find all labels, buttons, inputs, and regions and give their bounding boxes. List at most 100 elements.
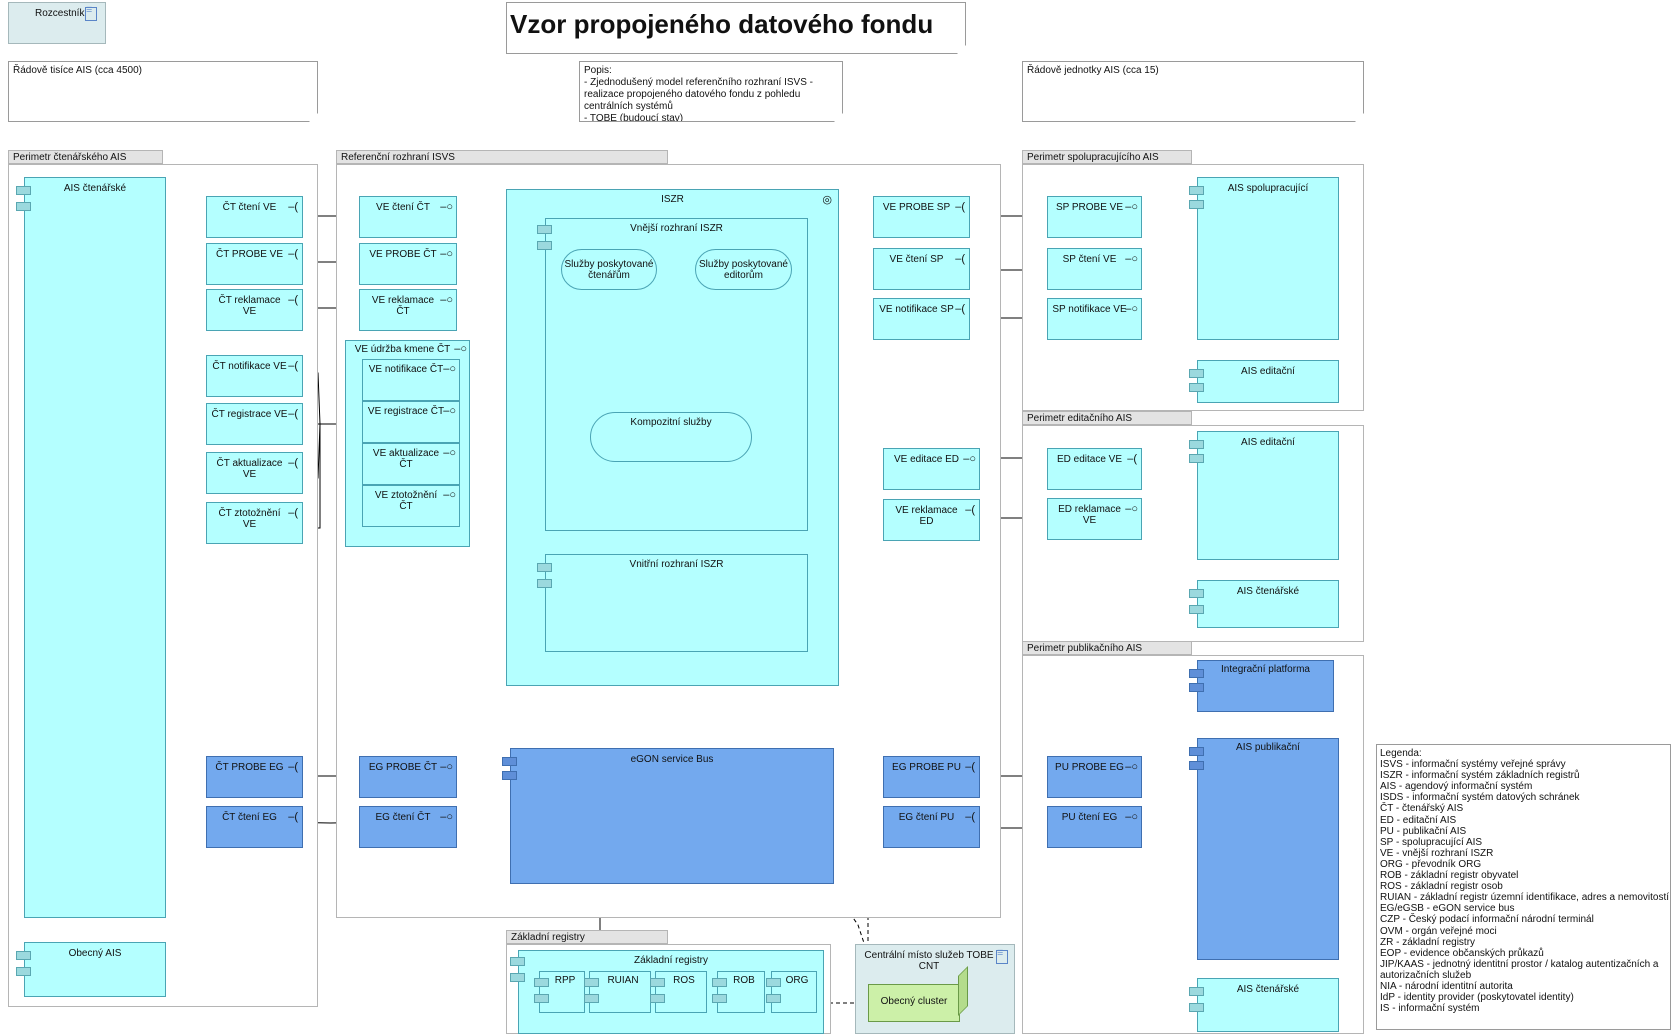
registry-ros[interactable]: ROS <box>650 971 707 1013</box>
iface-sp-cteni-ve[interactable]: SP čtení VE –○ <box>1047 248 1142 290</box>
iface-sp-notifikace-ve[interactable]: SP notifikace VE –○ <box>1047 298 1142 340</box>
service-composite[interactable]: Kompozitní služby <box>590 412 752 462</box>
iface-ve-udrzba-kmene-ct[interactable]: VE údržba kmene ČT –○ VE notifikace ČT –… <box>345 340 470 547</box>
note-right-text: Řádově jednotky AIS (cca 15) <box>1027 65 1159 76</box>
group-reader-label: Perimetr čtenářského AIS <box>8 150 163 164</box>
registry-label: ROB <box>733 975 755 986</box>
component-icon <box>650 994 665 1003</box>
base-registries[interactable]: Základní registry RPP RUIAN ROS ROB ORG <box>510 950 824 1034</box>
iface-pu-probe-eg[interactable]: PU PROBE EG –○ <box>1047 756 1142 798</box>
iface-ve-reklamace-ct[interactable]: VE reklamace ČT –○ <box>359 289 457 331</box>
group-pub-label: Perimetr publikačního AIS <box>1022 641 1192 655</box>
provided-interface-icon: –○ <box>440 248 453 260</box>
iface-label: VE čtení ČT <box>376 202 430 213</box>
iface-label: ČT čtení VE <box>222 202 277 213</box>
component-icon <box>16 202 31 211</box>
cnt-label: Centrální místo služeb TOBE CNT <box>864 950 994 972</box>
integration-platform[interactable]: Integrační platforma <box>1189 660 1334 712</box>
iface-ve-notifikace-ct[interactable]: VE notifikace ČT –○ <box>362 359 460 401</box>
iface-ve-aktualizace-ct[interactable]: VE aktualizace ČT –○ <box>362 443 460 485</box>
iface-label: EG čtení PU <box>898 812 955 823</box>
iszr-label: ISZR <box>661 194 684 205</box>
required-interface-icon: –( <box>955 303 965 315</box>
iface-ve-notifikace-sp[interactable]: VE notifikace SP –( <box>873 298 970 340</box>
iface-ct-ztotozneni-ve[interactable]: ČT ztotožnění VE –( <box>206 502 303 544</box>
ais-general[interactable]: Obecný AIS <box>16 942 166 997</box>
iface-eg-cteni-pu[interactable]: EG čtení PU –( <box>883 806 980 848</box>
iszr-inner-label: Vnitřní rozhraní ISZR <box>629 559 724 570</box>
iface-ve-cteni-sp[interactable]: VE čtení SP –( <box>873 248 970 290</box>
iface-label: VE reklamace ED <box>895 505 958 527</box>
provided-interface-icon: –○ <box>1125 303 1138 315</box>
ais-publishing[interactable]: AIS publikační <box>1189 738 1339 960</box>
iface-label: PU PROBE EG <box>1055 762 1124 773</box>
component-icon <box>1189 761 1204 770</box>
iface-ve-probe-sp[interactable]: VE PROBE SP –( <box>873 196 970 238</box>
service-editors-label: Služby poskytované editorům <box>699 258 788 281</box>
iface-ct-reklamace-ve[interactable]: ČT reklamace VE –( <box>206 289 303 331</box>
component-icon <box>16 951 31 960</box>
iface-ct-probe-ve[interactable]: ČT PROBE VE –( <box>206 243 303 285</box>
iface-ed-editace-ve[interactable]: ED editace VE –( <box>1047 448 1142 490</box>
egon-service-bus[interactable]: eGON service Bus <box>502 748 834 884</box>
iface-ve-reklamace-ed[interactable]: VE reklamace ED –( <box>883 499 980 541</box>
service-editors[interactable]: Služby poskytované editorům <box>695 249 792 290</box>
required-interface-icon: –( <box>288 811 298 823</box>
iface-ve-registrace-ct[interactable]: VE registrace ČT –○ <box>362 401 460 443</box>
iface-ct-cteni-ve[interactable]: ČT čtení VE –( <box>206 196 303 238</box>
provided-interface-icon: –○ <box>1125 201 1138 213</box>
iface-ed-reklamace-ve[interactable]: ED reklamace VE –○ <box>1047 498 1142 540</box>
component-icon <box>712 978 727 987</box>
ais-editing[interactable]: AIS editační <box>1189 431 1339 560</box>
iface-ct-notifikace-ve[interactable]: ČT notifikace VE –( <box>206 355 303 397</box>
component-icon <box>1189 669 1204 678</box>
ais-reader-edit[interactable]: AIS čtenářské <box>1189 580 1339 628</box>
ais-reader[interactable]: AIS čtenářské <box>16 177 166 918</box>
registry-org[interactable]: ORG <box>766 971 817 1013</box>
iface-label: ČT reklamace VE <box>218 295 281 317</box>
nav-button[interactable]: Rozcestník ☰ <box>8 2 106 44</box>
component-icon <box>712 994 727 1003</box>
component-icon <box>1189 987 1204 996</box>
legend-line: JIP/KAAS - jednotný identitní prostor / … <box>1380 958 1659 970</box>
provided-interface-icon: –○ <box>1125 253 1138 265</box>
iface-ct-cteni-eg[interactable]: ČT čtení EG –( <box>206 806 303 848</box>
node-general-cluster[interactable]: Obecný cluster <box>868 966 968 1022</box>
iface-eg-probe-ct[interactable]: EG PROBE ČT –○ <box>359 756 457 798</box>
iface-label: ČT PROBE VE <box>215 249 284 260</box>
iface-pu-cteni-eg[interactable]: PU čtení EG –○ <box>1047 806 1142 848</box>
iface-ve-cteni-ct[interactable]: VE čtení ČT –○ <box>359 196 457 238</box>
component-icon <box>510 957 525 966</box>
provided-interface-icon: –○ <box>440 761 453 773</box>
iface-ve-probe-ct[interactable]: VE PROBE ČT –○ <box>359 243 457 285</box>
legend-line: ED - editační AIS <box>1380 814 1457 826</box>
ais-editing-coop[interactable]: AIS editační <box>1189 360 1339 403</box>
node-label: Obecný cluster <box>880 996 948 1007</box>
iszr-outer-label: Vnější rozhraní ISZR <box>630 223 723 234</box>
registry-label: RUIAN <box>607 975 639 986</box>
ais-cooperating-label: AIS spolupracující <box>1227 183 1309 194</box>
ais-cooperating[interactable]: AIS spolupracující <box>1189 177 1339 340</box>
service-readers[interactable]: Služby poskytované čtenářům <box>561 249 657 290</box>
component-icon <box>1189 200 1204 209</box>
component-icon <box>537 225 552 234</box>
required-interface-icon: –( <box>288 408 298 420</box>
ais-reader-pub[interactable]: AIS čtenářské <box>1189 978 1339 1032</box>
iface-ve-editace-ed[interactable]: VE editace ED –○ <box>883 448 980 490</box>
registry-rpp[interactable]: RPP <box>534 971 585 1013</box>
iface-ct-probe-eg[interactable]: ČT PROBE EG –( <box>206 756 303 798</box>
registry-label: ORG <box>785 975 809 986</box>
iszr-inner-interface[interactable]: Vnitřní rozhraní ISZR <box>537 554 808 652</box>
iface-ct-aktualizace-ve[interactable]: ČT aktualizace VE –( <box>206 452 303 494</box>
iface-ve-ztotozneni-ct[interactable]: VE ztotožnění ČT –○ <box>362 485 460 527</box>
iface-label: VE ztotožnění ČT <box>374 490 438 512</box>
provided-interface-icon: –○ <box>443 363 456 375</box>
registry-rob[interactable]: ROB <box>712 971 765 1013</box>
iface-label: VE PROBE ČT <box>369 249 437 260</box>
registry-ruian[interactable]: RUIAN <box>584 971 651 1013</box>
iface-ct-registrace-ve[interactable]: ČT registrace VE –( <box>206 403 303 445</box>
iface-eg-cteni-ct[interactable]: EG čtení ČT –○ <box>359 806 457 848</box>
component-icon <box>1189 369 1204 378</box>
iface-eg-probe-pu[interactable]: EG PROBE PU –( <box>883 756 980 798</box>
iface-sp-probe-ve[interactable]: SP PROBE VE –○ <box>1047 196 1142 238</box>
